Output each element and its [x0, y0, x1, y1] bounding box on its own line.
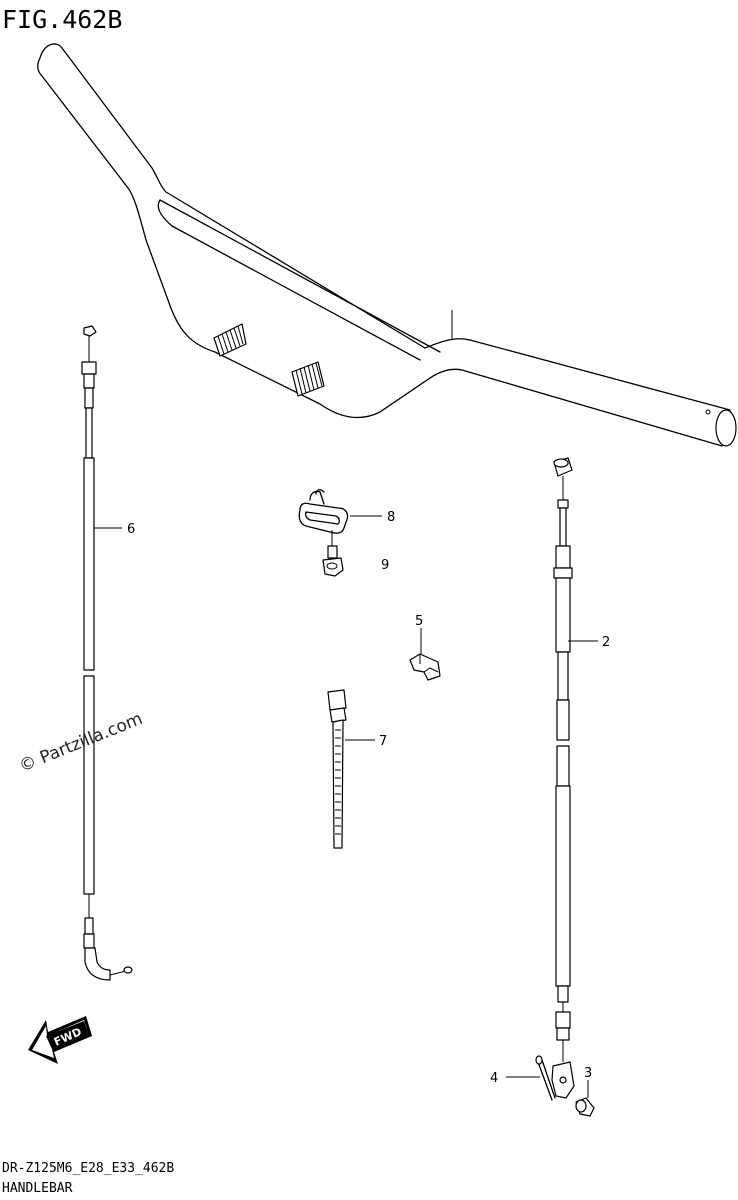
callout-2: 2	[602, 635, 610, 650]
callout-7: 7	[379, 734, 387, 749]
watermark: © Partzilla.com	[16, 709, 145, 777]
callout-8: 8	[387, 510, 395, 525]
figure-title: FIG.462B	[2, 5, 122, 34]
cable-tie[interactable]	[327, 689, 347, 849]
cable-clip[interactable]	[409, 653, 441, 681]
callout-4: 4	[490, 1071, 498, 1086]
throttle-cable[interactable]	[81, 325, 133, 981]
callout-5: 5	[415, 614, 423, 629]
callout-6: 6	[127, 522, 135, 537]
fwd-arrow-icon: FWD	[28, 1016, 92, 1064]
knurl-band-left	[213, 323, 247, 357]
knurl-band-right	[291, 361, 325, 397]
footer-code: DR-Z125M6_E28_E33_462B	[2, 1161, 174, 1176]
bolt[interactable]	[322, 530, 344, 577]
clevis-pin[interactable]	[575, 1097, 595, 1117]
callout-3: 3	[584, 1066, 592, 1081]
footer-name: HANDLEBAR	[2, 1181, 73, 1196]
cable-guide-bracket[interactable]	[298, 489, 349, 534]
handlebar[interactable]	[37, 43, 737, 447]
cotter-pin[interactable]	[535, 1055, 556, 1101]
control-cable[interactable]	[551, 457, 575, 1099]
callout-9: 9	[381, 558, 389, 573]
